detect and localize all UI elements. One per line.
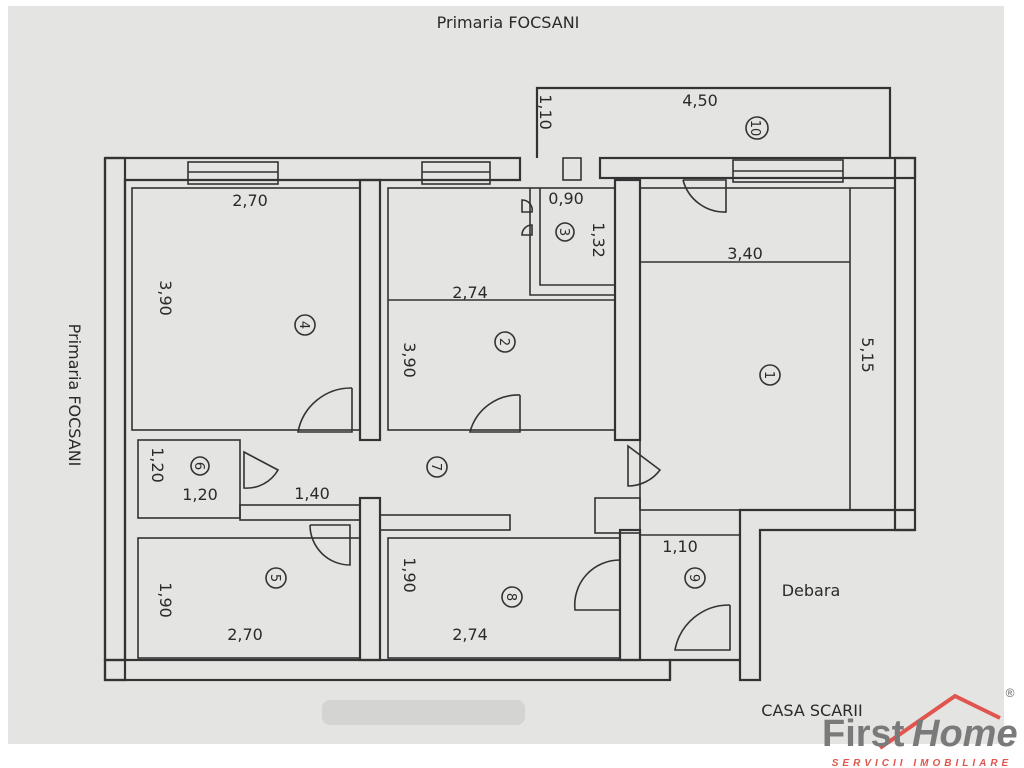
debara-label: Debara <box>782 581 841 600</box>
room-1: 3,40 5,15 1 <box>727 244 877 386</box>
room-6-number: 6 <box>191 462 206 470</box>
room-3-length: 1,32 <box>589 222 608 258</box>
room-10-length: 1,10 <box>536 94 555 130</box>
room-3-number: 3 <box>556 228 571 236</box>
room-10-width: 4,50 <box>682 91 718 110</box>
room-9: 1,10 9 <box>662 537 706 589</box>
registered-mark: ® <box>1006 686 1015 700</box>
room-2: 2,74 3,90 2 <box>400 283 516 378</box>
room-5: 1,90 2,70 5 <box>156 567 287 644</box>
room-5-number: 5 <box>267 574 282 582</box>
room-4-width: 2,70 <box>232 191 268 210</box>
room-8-number: 8 <box>503 593 518 601</box>
room-2-number: 2 <box>496 338 511 346</box>
room-4-length: 3,90 <box>156 280 175 316</box>
room-2-width: 2,74 <box>452 283 488 302</box>
left-neighbor-label: Primaria FOCSANI <box>65 324 84 467</box>
room-10-balcony: 4,50 1,10 10 <box>535 86 892 158</box>
room-7-width: 1,40 <box>294 484 330 503</box>
room-9-number: 9 <box>686 574 701 582</box>
blurred-region <box>322 700 525 725</box>
paper-background <box>8 6 1004 744</box>
room-1-width: 3,40 <box>727 244 763 263</box>
logo-tagline: SERVICII IMOBILIARE <box>832 758 1012 768</box>
room-5-length: 1,90 <box>156 582 175 618</box>
interior-walls <box>131 178 896 662</box>
room-6-length: 1,20 <box>148 447 167 483</box>
room-8-width: 2,74 <box>452 625 488 644</box>
top-neighbor-label: Primaria FOCSANI <box>437 13 580 32</box>
logo-home: Home <box>912 713 1018 755</box>
room-1-number: 1 <box>761 371 776 379</box>
doors <box>243 179 731 651</box>
room-4-number: 4 <box>296 321 311 329</box>
room-2-length: 3,90 <box>400 342 419 378</box>
room-6-width: 1,20 <box>182 485 218 504</box>
stairwell-label: CASA SCARII <box>761 701 862 720</box>
room-7-number: 7 <box>428 463 443 471</box>
room-7-hall: 1,40 7 <box>294 456 448 503</box>
room-4: 2,70 3,90 4 <box>156 191 316 336</box>
room-8: 1,90 2,74 8 <box>400 557 523 644</box>
logo-roof-icon <box>878 693 1001 750</box>
room-8-length: 1,90 <box>400 557 419 593</box>
room-10-number: 10 <box>747 120 762 137</box>
room-6: 1,20 1,20 6 <box>148 447 218 504</box>
logo-first: First <box>822 713 905 755</box>
room-1-length: 5,15 <box>858 337 877 373</box>
room-3: 0,90 1,32 3 <box>548 189 608 258</box>
room-3-width: 0,90 <box>548 189 584 208</box>
room-9-width: 1,10 <box>662 537 698 556</box>
firsthome-logo: First Home ® SERVICII IMOBILIARE <box>822 686 1018 768</box>
room-5-width: 2,70 <box>227 625 263 644</box>
